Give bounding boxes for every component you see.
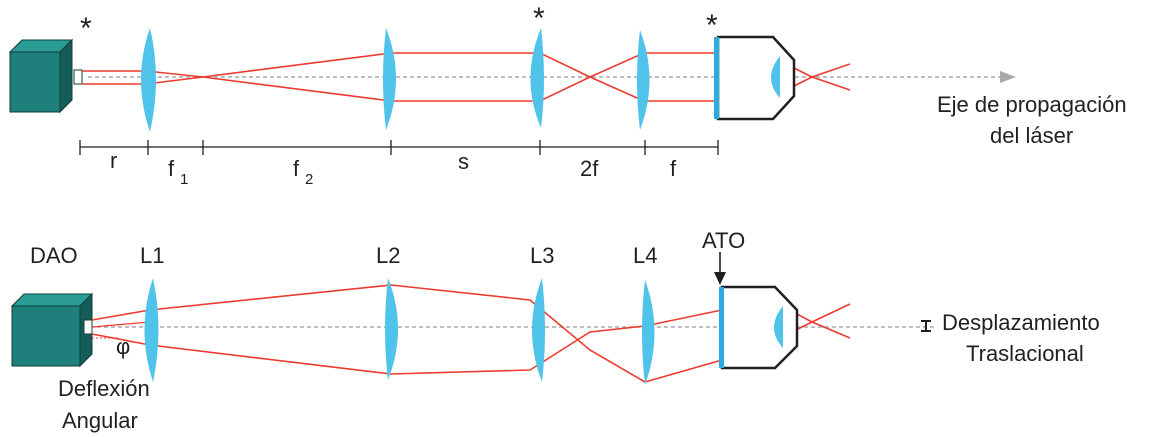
top-aod-cube [8, 38, 83, 114]
bottom-lens-4 [642, 280, 655, 385]
segment-s-label: s [458, 149, 469, 174]
top-lens-1 [141, 28, 156, 132]
distance-ruler [79, 140, 719, 155]
ato-arrow-icon [714, 272, 726, 285]
top-marker-lens3: * [533, 2, 545, 35]
lens-label-l1: L1 [140, 243, 164, 268]
top-axis-arrow-icon [1000, 71, 1016, 83]
top-marker-objective: * [706, 9, 718, 42]
segment-2f-label: 2f [580, 156, 599, 181]
segment-r-label: r [110, 148, 117, 173]
objective-label: ATO [702, 228, 745, 253]
bottom-objective [719, 285, 799, 370]
top-marker-aod: * [80, 12, 92, 45]
deflection-ray [91, 321, 151, 328]
aod-label: DAO [30, 243, 78, 268]
segment-f2-subscript: 2 [305, 171, 313, 188]
deflection-label-line1: Deflexión [58, 376, 150, 401]
deflection-label-line2: Angular [62, 408, 138, 433]
segment-f1-subscript: 1 [180, 171, 188, 188]
segment-f-label: f [670, 156, 677, 181]
angle-symbol: φ [116, 334, 130, 359]
lens-label-l4: L4 [633, 243, 657, 268]
axis-label-line1: Eje de propagación [937, 92, 1127, 117]
top-lens-4 [637, 30, 650, 130]
bottom-lens-1 [144, 278, 159, 382]
bottom-lens-2 [385, 278, 398, 380]
bottom-lens-3 [532, 278, 545, 382]
lens-label-l3: L3 [530, 243, 554, 268]
segment-f2-label: f [293, 156, 300, 181]
translation-label-line1: Desplazamiento [942, 310, 1100, 335]
axis-label-line2: del láser [990, 123, 1073, 148]
bottom-setup: DAO L1 L2 L3 L4 ATO φ Deflexión Angular … [10, 228, 1100, 433]
segment-f1-label: f [168, 156, 175, 181]
top-objective [714, 35, 796, 121]
top-lens-3 [530, 28, 544, 128]
top-lens-2 [383, 28, 396, 130]
translation-marker-icon [921, 320, 931, 332]
bottom-aod-cube [10, 292, 94, 368]
lens-label-l2: L2 [376, 243, 400, 268]
top-setup: * * * r f 1 f 2 s 2f f Eje de propagació… [8, 2, 1127, 188]
translation-label-line2: Traslacional [966, 341, 1084, 366]
